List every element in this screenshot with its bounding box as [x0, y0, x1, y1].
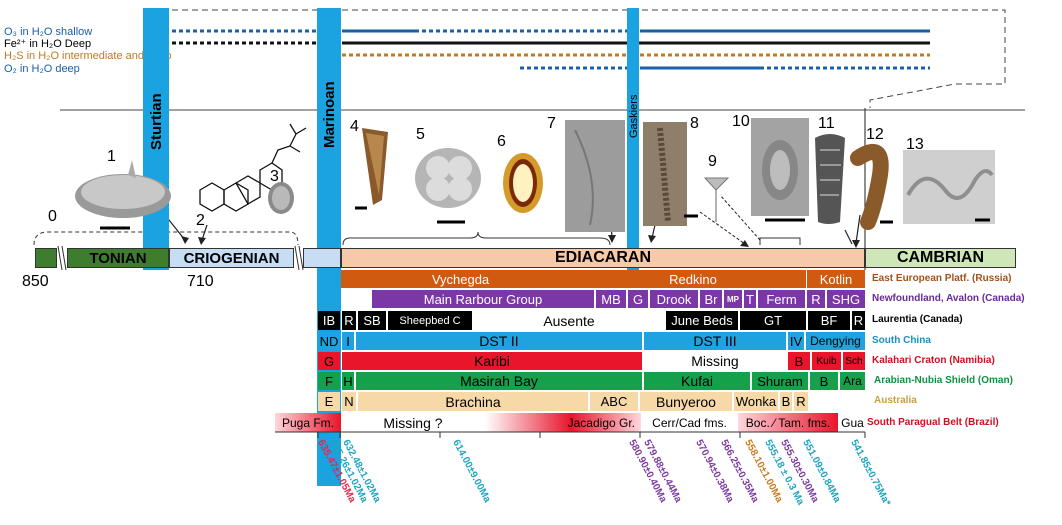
bottom-axis — [0, 0, 1062, 525]
